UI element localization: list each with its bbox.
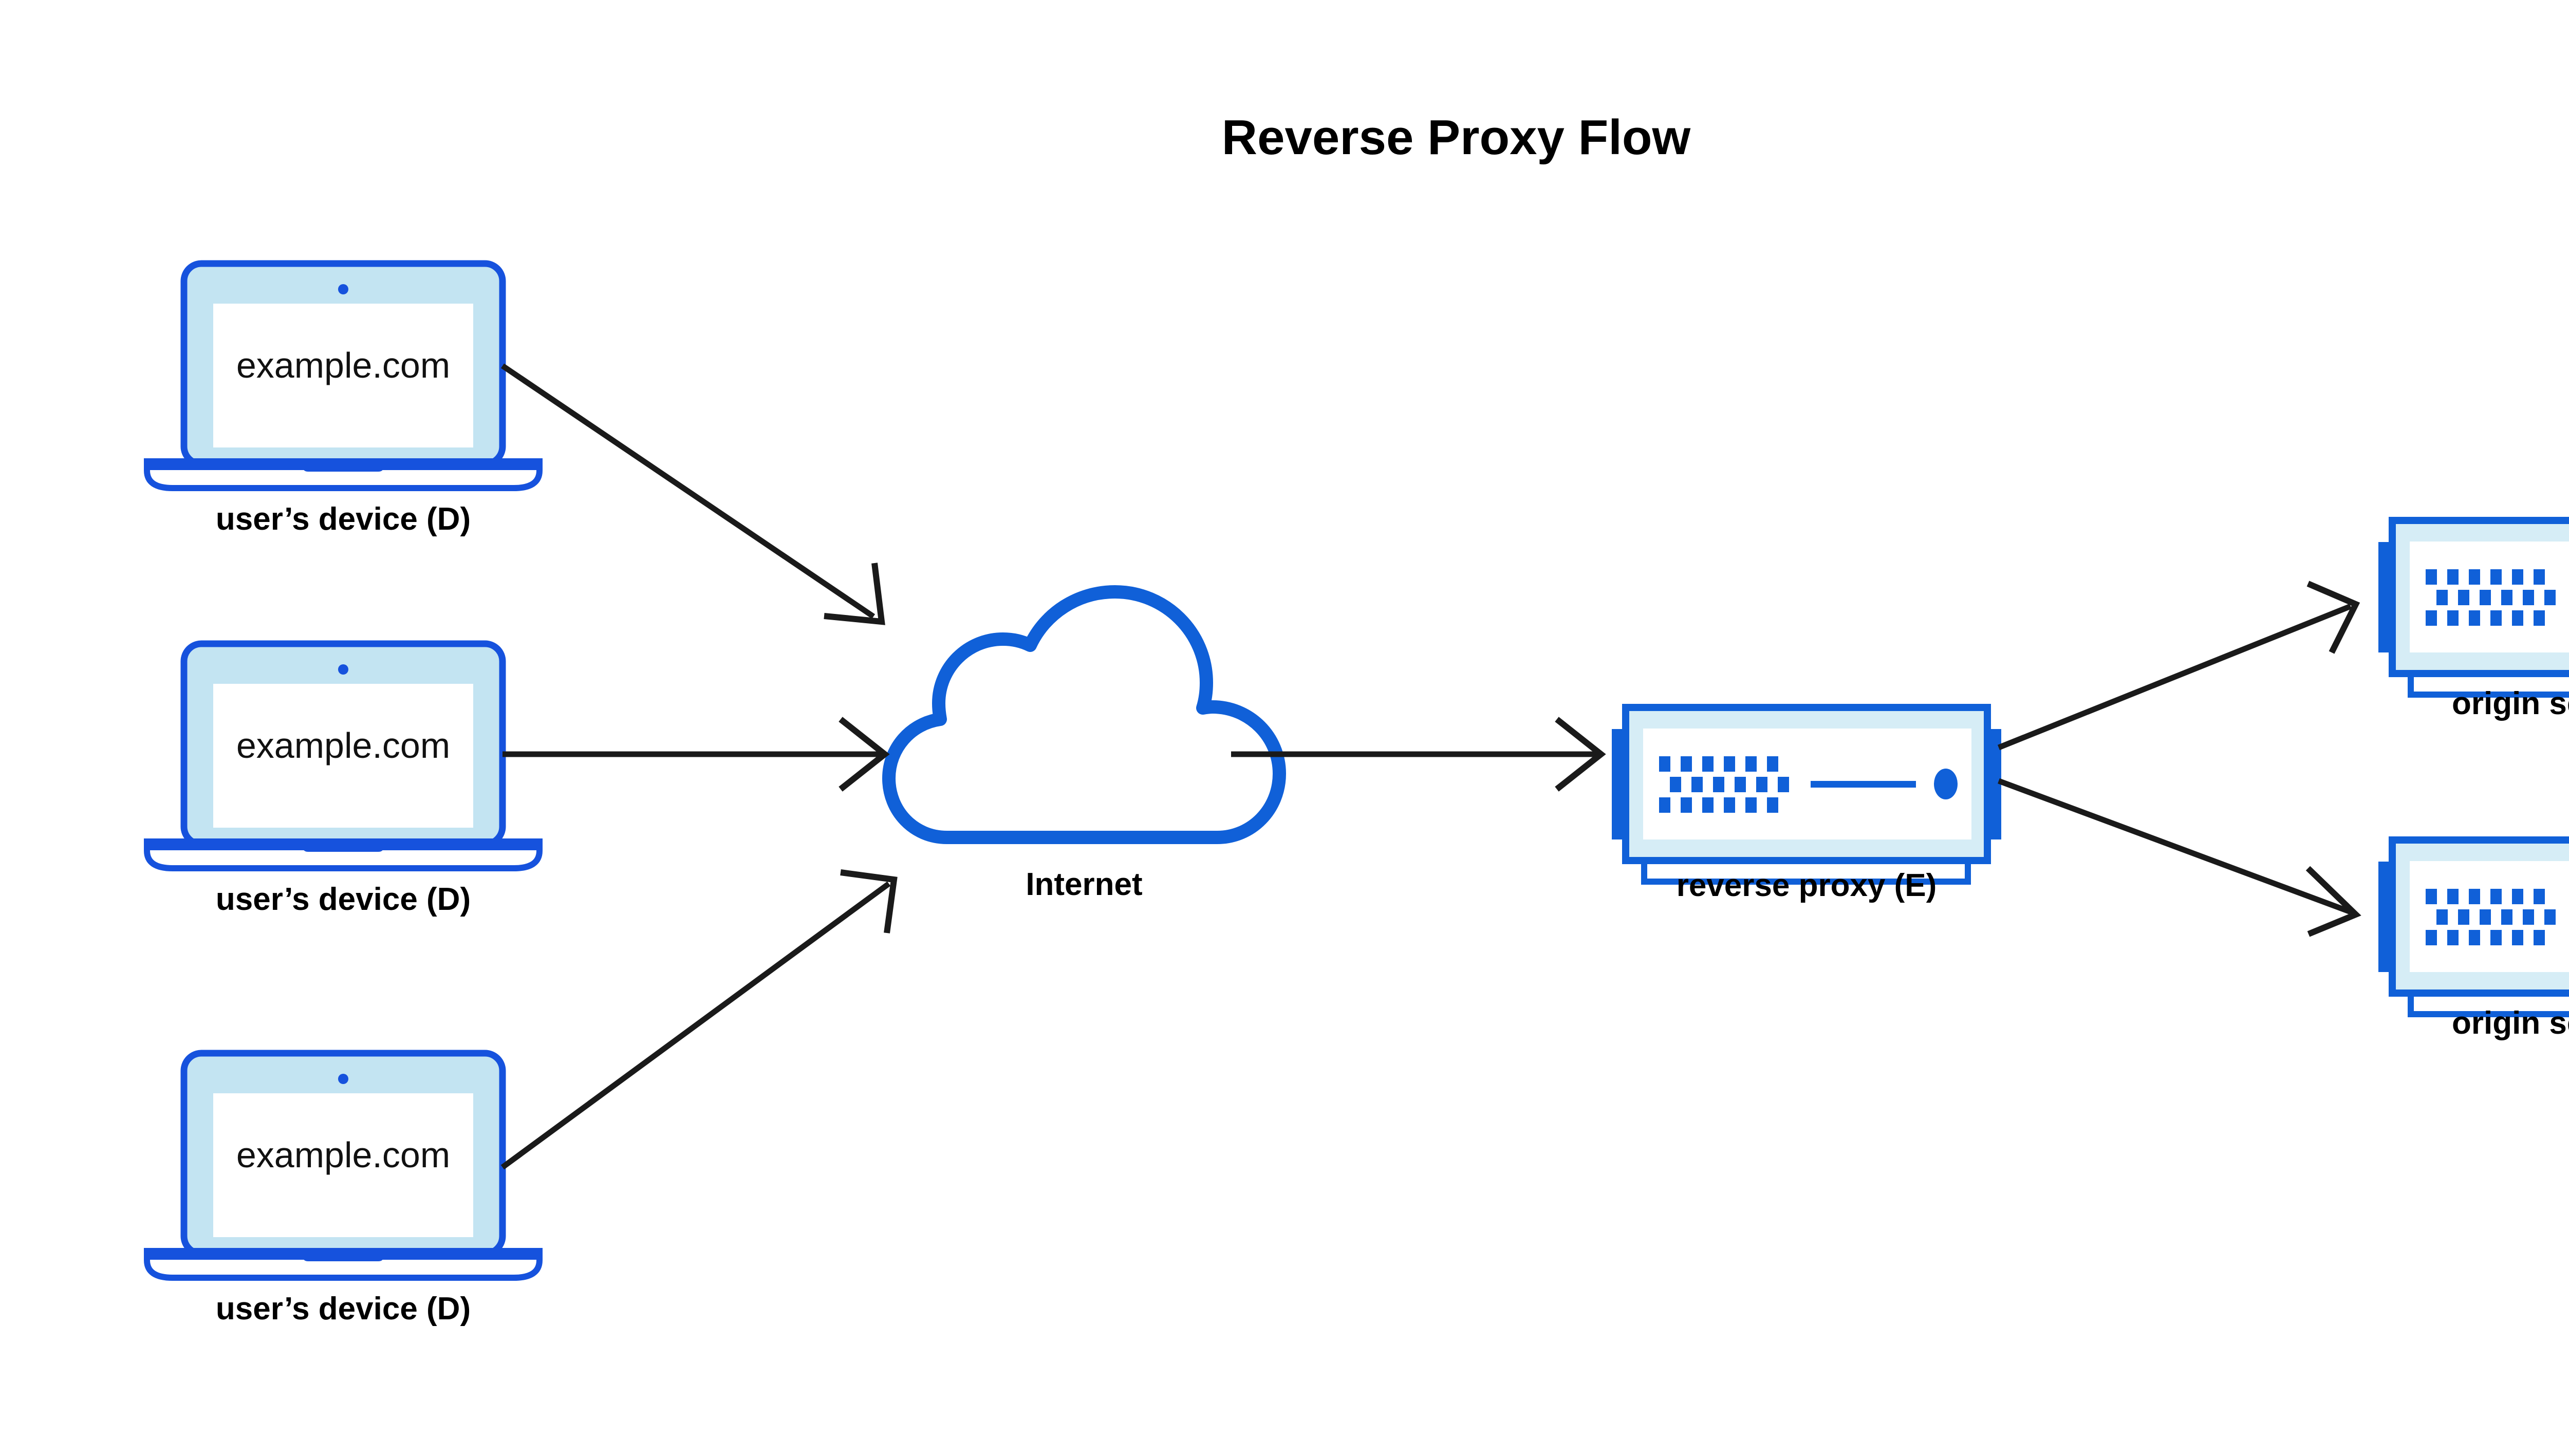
origin-server-node-1[interactable]: origin server (F)	[2378, 517, 2569, 721]
server-vent-grid	[2426, 889, 2556, 945]
server-icon	[2378, 517, 2569, 698]
internet-label: Internet	[1026, 867, 1142, 902]
internet-node[interactable]: Internet	[882, 585, 1286, 902]
origin-server-label: origin server (F)	[2452, 686, 2569, 721]
device-screen-text: example.com	[236, 725, 450, 766]
device-label: user’s device (D)	[216, 882, 471, 917]
laptop-trackpad	[303, 462, 383, 472]
device-node-3[interactable]: example.com user’s device (D)	[144, 1050, 543, 1327]
laptop-trackpad	[303, 843, 383, 852]
edge-arrowhead-icon	[840, 869, 898, 934]
laptop-base-bottom	[144, 844, 543, 871]
server-status-line	[1811, 781, 1916, 788]
laptop-icon	[144, 260, 543, 491]
reverse-proxy-label: reverse proxy (E)	[1677, 868, 1937, 903]
laptop-icon	[144, 640, 543, 871]
origin-server-node-2[interactable]: origin server (F)	[2378, 836, 2569, 1041]
edge-shaft	[500, 881, 891, 1170]
laptop-screen	[213, 1093, 473, 1237]
edge-proxy-origin2	[1998, 778, 2361, 937]
laptop-camera-icon	[338, 664, 348, 675]
laptop-camera-icon	[338, 284, 348, 294]
server-vent-grid	[2426, 569, 2556, 626]
laptop-icon	[144, 1050, 543, 1281]
edge-shaft	[1998, 778, 2352, 915]
device-label: user’s device (D)	[216, 1291, 471, 1327]
edge-device1-internet	[500, 363, 885, 625]
origin-server-label: origin server (F)	[2452, 1005, 2569, 1041]
laptop-screen	[213, 684, 473, 828]
device-label: user’s device (D)	[216, 501, 471, 537]
edge-arrowhead-icon	[2305, 866, 2361, 937]
edge-proxy-origin1	[1997, 581, 2360, 751]
edge-device3-internet	[500, 869, 898, 1170]
laptop-trackpad	[303, 1252, 383, 1261]
server-icon	[2378, 836, 2569, 1017]
edge-device2-internet	[502, 717, 890, 792]
server-status-led-icon	[1934, 769, 1958, 799]
server-vent-grid	[1659, 756, 1789, 813]
laptop-base-bottom	[144, 464, 543, 491]
edge-shaft	[1997, 603, 2352, 751]
laptop-base-bottom	[144, 1254, 543, 1281]
cloud-icon	[882, 585, 1286, 845]
device-screen-text: example.com	[236, 345, 450, 385]
laptop-screen	[213, 304, 473, 447]
server-icon	[1612, 704, 2001, 885]
edge-internet-proxy	[1231, 717, 1606, 792]
device-screen-text: example.com	[236, 1135, 450, 1175]
device-node-2[interactable]: example.com user’s device (D)	[144, 640, 543, 917]
device-node-1[interactable]: example.com user’s device (D)	[144, 260, 543, 537]
edge-arrowhead-icon	[824, 563, 885, 625]
edge-shaft	[500, 363, 876, 619]
laptop-camera-icon	[338, 1074, 348, 1084]
edge-arrowhead-icon	[1555, 717, 1606, 792]
edge-arrowhead-icon	[839, 717, 890, 792]
page-title: Reverse Proxy Flow	[1222, 110, 1691, 165]
edge-arrowhead-icon	[2306, 581, 2360, 654]
reverse-proxy-node[interactable]: reverse proxy (E)	[1612, 704, 2001, 903]
